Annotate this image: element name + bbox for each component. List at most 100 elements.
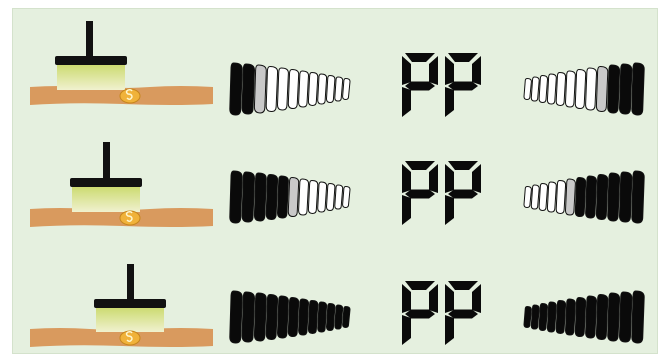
left-signal-bar-2	[241, 171, 256, 223]
left-signal-bar-4	[265, 173, 279, 221]
segment-lower-left	[445, 195, 454, 225]
right-signal-bar-10	[538, 182, 549, 212]
segment-top	[448, 281, 478, 290]
left-signal-bar-7	[298, 298, 310, 336]
segment-upper-right	[429, 284, 438, 313]
right-signal-bar-11	[530, 184, 540, 210]
segment-top	[405, 281, 435, 290]
left-signal-bar-2	[241, 63, 256, 115]
left-signal-bar-8	[307, 299, 319, 335]
detector-display-panel	[12, 8, 658, 354]
right-signal-bar-8	[555, 71, 567, 107]
segment-upper-left	[402, 164, 411, 193]
detector-shaft-icon	[127, 264, 134, 299]
detector-shaft-icon	[103, 142, 110, 178]
right-signal-bar-6	[574, 68, 587, 110]
right-signal-bar-2	[618, 63, 633, 115]
segment-lower-left	[402, 315, 411, 345]
segment-middle	[405, 189, 435, 199]
left-signal-bar-9	[317, 301, 328, 333]
segment-top	[448, 53, 478, 62]
left-signal-bar-6	[287, 68, 300, 110]
left-signal-bar-2	[241, 291, 256, 343]
readout-char-2	[445, 53, 481, 117]
right-signal-bar-10	[538, 74, 549, 104]
left-signal-bar-11	[334, 184, 344, 210]
right-signal-bar-6	[574, 176, 587, 218]
readout-char-1	[402, 281, 438, 345]
left-signal-bar-9	[317, 73, 328, 105]
segment-upper-right	[429, 164, 438, 193]
segment-middle	[448, 189, 478, 199]
segment-middle	[448, 309, 478, 319]
left-signal-bar-10	[325, 74, 336, 104]
left-signal-bar-7	[298, 178, 310, 216]
right-signal-bar-3	[607, 292, 621, 342]
left-signal-bar-1	[229, 290, 243, 344]
right-signal-bar-3	[607, 64, 621, 114]
left-signal-bar-3	[253, 172, 267, 222]
left-signal-bar-7	[298, 70, 310, 108]
segment-upper-right	[472, 56, 481, 85]
readout-char-1	[402, 161, 438, 225]
segment-lower-left	[445, 315, 454, 345]
left-signal-bar-5	[276, 295, 289, 339]
left-signal-bar-3	[253, 64, 267, 114]
right-signal-bar-11	[530, 76, 540, 102]
right-signal-bar-9	[546, 73, 557, 105]
left-signal-bar-6	[287, 176, 300, 218]
left-signal-bar-6	[287, 296, 300, 338]
right-signal-bar-7	[564, 70, 576, 108]
left-signal-bar-8	[307, 179, 319, 215]
right-signal-bar-12	[523, 185, 532, 209]
right-signal-bar-12	[523, 77, 532, 101]
coin-symbol	[125, 210, 133, 222]
segment-upper-right	[472, 284, 481, 313]
left-signal-bar-12	[342, 77, 351, 101]
coin-icon	[119, 210, 141, 226]
right-signal-bar-5	[585, 67, 598, 111]
segment-middle	[405, 309, 435, 319]
left-signal-bar-4	[265, 65, 279, 113]
left-signal-bar-9	[317, 181, 328, 213]
segment-lower-left	[445, 87, 454, 117]
right-signal-bar-6	[574, 296, 587, 338]
coin-icon	[119, 330, 141, 346]
right-signal-bar-1	[631, 290, 645, 344]
segment-upper-right	[472, 164, 481, 193]
left-signal-bar-5	[276, 67, 289, 111]
readout-char-2	[445, 281, 481, 345]
detection-field	[57, 63, 125, 90]
segment-upper-left	[445, 56, 454, 85]
right-signal-bar-11	[530, 304, 540, 330]
left-signal-bar-1	[229, 170, 243, 224]
right-signal-bar-7	[564, 178, 576, 216]
segment-top	[405, 53, 435, 62]
right-signal-bar-8	[555, 299, 567, 335]
right-signal-bar-9	[546, 181, 557, 213]
left-signal-bar-8	[307, 71, 319, 107]
detection-field	[72, 185, 140, 212]
right-signal-bar-4	[595, 65, 609, 113]
right-signal-bar-2	[618, 291, 633, 343]
right-signal-bar-3	[607, 172, 621, 222]
left-signal-bar-4	[265, 293, 279, 341]
left-signal-bar-3	[253, 292, 267, 342]
detector-display	[30, 21, 645, 347]
left-signal-bar-12	[342, 305, 351, 329]
right-signal-bar-9	[546, 301, 557, 333]
segment-middle	[405, 81, 435, 91]
left-signal-bar-11	[334, 304, 344, 330]
coin-symbol	[125, 330, 133, 342]
left-signal-bar-11	[334, 76, 344, 102]
indicator-row-coil-high	[30, 21, 645, 117]
right-signal-bar-2	[618, 171, 633, 223]
search-coil-icon	[70, 178, 142, 187]
indicator-row-coil-mid	[30, 142, 645, 227]
right-signal-bar-1	[631, 62, 645, 116]
indicator-row-coil-low	[30, 264, 645, 347]
right-signal-bar-4	[595, 293, 609, 341]
readout-char-1	[402, 53, 438, 117]
segment-top	[405, 161, 435, 170]
search-coil-icon	[94, 299, 166, 308]
